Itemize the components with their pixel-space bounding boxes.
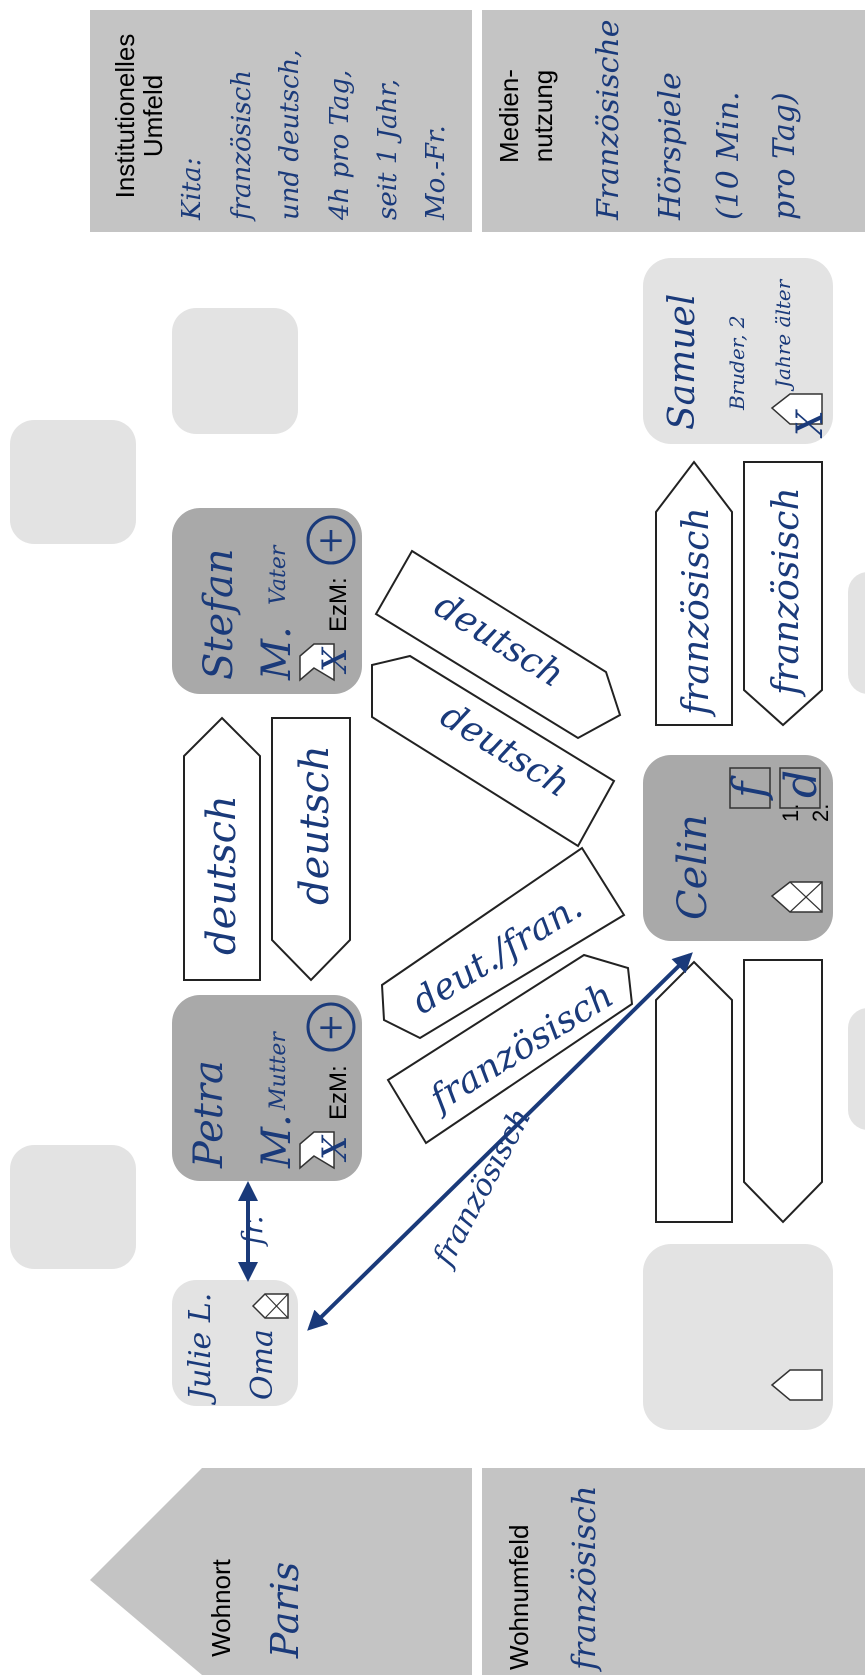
institution-heading-1: Institutionelles (110, 34, 140, 199)
stefan-ezm-label: EzM: (325, 577, 352, 632)
media-line-4: pro Tag) (767, 92, 802, 220)
person-card-samuel: Samuel Bruder, 2 Jahre älter X (643, 258, 833, 444)
empty-person-slot-1 (172, 308, 298, 434)
petra-plus: + (317, 1007, 346, 1047)
neighborhood-heading: Wohnumfeld (504, 1525, 534, 1671)
tag-empty-2 (743, 959, 823, 1224)
samuel-relation: Bruder, 2 (725, 315, 749, 411)
empty-person-slot-3 (10, 1145, 136, 1269)
institution-line-6: Mo.-Fr. (421, 125, 451, 221)
neighborhood-panel: Wohnumfeld französisch (482, 1468, 865, 1675)
stefan-role-prefix: M. (254, 626, 300, 681)
empty-person-slot-5 (848, 1008, 865, 1130)
house-icon (770, 393, 823, 425)
institution-line-1: Kita: (177, 158, 207, 221)
media-line-3: (10 Min. (711, 91, 746, 220)
celin-second-lang-box (779, 767, 821, 809)
house-icon (770, 1369, 823, 1401)
empty-person-slot-2 (10, 420, 136, 544)
neighborhood-value: französisch (565, 1485, 603, 1672)
media-line-1: Französische (591, 20, 626, 222)
person-card-petra: Petra M. Mutter X EzM: + (172, 995, 362, 1181)
institution-line-2: französisch (227, 70, 257, 222)
celin-first-label: 1. (778, 804, 803, 822)
julie-role: Oma (245, 1329, 280, 1400)
petra-cross: X (315, 1134, 355, 1163)
samuel-relation-2: Jahre älter (771, 278, 795, 392)
institution-line-4: 4h pro Tag, (325, 70, 355, 221)
arrow-julie-petra-label: fr. (236, 1215, 269, 1247)
institution-line-3: und deutsch, (275, 49, 305, 220)
stefan-role: Vater (266, 544, 291, 605)
empty-person-slot-4 (848, 572, 865, 694)
institution-heading-2: Umfeld (138, 75, 168, 157)
tag-empty-1 (655, 960, 733, 1223)
tag-petra-stefan-bottom-label: deutsch (292, 745, 338, 905)
tag-petra-stefan-top-label: deutsch (199, 795, 245, 955)
media-heading-2: nutzung (528, 70, 558, 163)
celin-second-lang: d (776, 770, 827, 798)
petra-role: Mutter (266, 1031, 291, 1111)
stefan-cross: X (315, 646, 355, 675)
tag-celin-samuel-1: französisch (655, 460, 733, 726)
petra-name: Petra (186, 1060, 232, 1169)
stefan-name: Stefan (196, 548, 242, 680)
person-card-julie: Julie L. Oma (172, 1280, 298, 1406)
samuel-cross: X (790, 409, 831, 439)
house-icon (770, 881, 823, 913)
institution-line-5: seit 1 Jahr, (373, 79, 403, 220)
person-card-celin: Celin 1. 2. f d (643, 755, 833, 941)
residence-value: Paris (263, 1562, 307, 1659)
residence-panel: Wohnort Paris (90, 1468, 472, 1675)
media-panel: Medien- nutzung Französische Hörspiele (… (482, 10, 865, 232)
media-line-2: Hörspiele (653, 72, 688, 221)
residence-heading: Wohnort (206, 1558, 236, 1657)
stefan-plus: + (317, 520, 346, 560)
empty-person-slot-6 (643, 1244, 833, 1430)
stefan-plus-circle (306, 515, 356, 565)
julie-name: Julie L. (183, 1293, 218, 1406)
tag-petra-stefan-bottom: deutsch (271, 717, 351, 982)
celin-first-lang-box (729, 767, 771, 809)
arrow-julie-petra: fr. (236, 1181, 269, 1282)
tag-celin-samuel-1-label: französisch (676, 507, 717, 718)
house-icon (299, 643, 335, 682)
tag-celin-samuel-2-label: französisch (766, 487, 807, 698)
celin-name: Celin (670, 814, 716, 920)
petra-role-prefix: M. (254, 1114, 300, 1169)
tag-celin-samuel-2: französisch (743, 461, 823, 727)
samuel-name: Samuel (662, 294, 703, 430)
institution-panel: Institutionelles Umfeld Kita: französisc… (90, 10, 472, 232)
person-card-stefan: Stefan M. Vater X EzM: + (172, 508, 362, 694)
petra-ezm-label: EzM: (325, 1065, 352, 1120)
media-heading-1: Medien- (494, 69, 524, 163)
tag-petra-stefan-top: deutsch (183, 716, 261, 981)
house-icon (251, 1293, 289, 1319)
